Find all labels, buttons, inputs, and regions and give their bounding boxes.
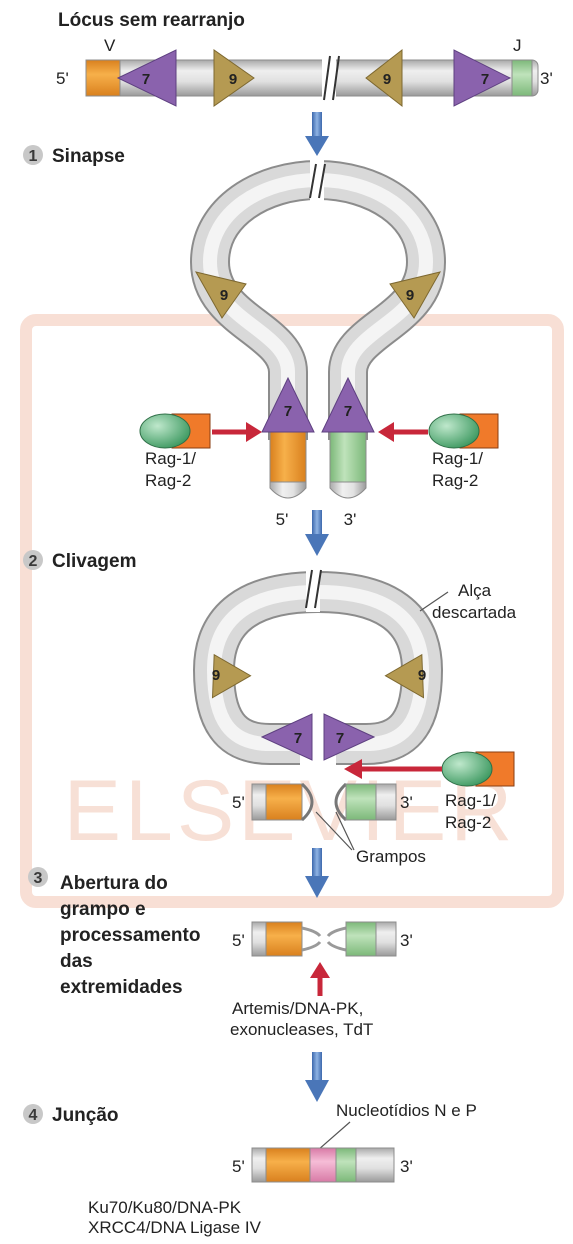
step-1-label: Sinapse (52, 146, 125, 167)
discarded-loop: 9 9 7 7 (195, 566, 448, 760)
step-3: 3 Abertura do grampo e processamento das… (28, 867, 200, 998)
svg-text:7: 7 (344, 403, 352, 420)
svg-text:3: 3 (34, 870, 43, 887)
step-3-label-3: processamento (60, 925, 200, 946)
rag-complex-left: Rag-1/ Rag-2 (140, 414, 262, 490)
step-3-label-5: extremidades (60, 977, 183, 998)
svg-text:4: 4 (29, 1107, 38, 1124)
page-title: Lócus sem rearranjo (58, 10, 245, 31)
five-prime-synapse: 5' (276, 510, 289, 529)
svg-text:7: 7 (284, 403, 292, 420)
flow-arrow-2 (305, 510, 329, 556)
synapse-loop: 9 9 7 7 (196, 160, 440, 498)
svg-text:7: 7 (481, 71, 489, 88)
flow-arrow-4 (305, 1052, 329, 1102)
joined-segment (252, 1122, 394, 1182)
step-3-label-4: das (60, 951, 93, 972)
three-prime-processing: 3' (400, 931, 413, 950)
rag-complex-right: Rag-1/ Rag-2 (378, 414, 498, 490)
svg-text:Rag-1/: Rag-1/ (432, 449, 483, 468)
svg-text:Rag-1/: Rag-1/ (445, 791, 496, 810)
three-prime-synapse: 3' (344, 510, 357, 529)
hairpins-label: Grampos (356, 847, 426, 866)
svg-text:9: 9 (418, 667, 426, 684)
svg-text:9: 9 (406, 287, 414, 304)
joining-enzymes-1: Ku70/Ku80/DNA-PK (88, 1198, 242, 1217)
svg-text:9: 9 (383, 71, 391, 88)
svg-text:Rag-1/: Rag-1/ (145, 449, 196, 468)
processing-enzymes-1: Artemis/DNA-PK, (232, 999, 363, 1018)
svg-text:9: 9 (220, 287, 228, 304)
svg-text:Rag-2: Rag-2 (145, 471, 191, 490)
step-4: 4 Junção (23, 1104, 119, 1126)
joining-enzymes-2: XRCC4/DNA Ligase IV (88, 1218, 262, 1237)
svg-text:Rag-2: Rag-2 (445, 813, 491, 832)
five-prime-hairpin: 5' (232, 793, 245, 812)
three-prime-hairpin: 3' (400, 793, 413, 812)
discarded-loop-label-1: Alça (458, 581, 492, 600)
five-prime-joined: 5' (232, 1157, 245, 1176)
step-1: 1 Sinapse (23, 145, 125, 167)
svg-text:9: 9 (212, 667, 220, 684)
processed-ends (252, 922, 396, 996)
svg-text:7: 7 (336, 730, 344, 747)
svg-text:9: 9 (229, 71, 237, 88)
five-prime-processing: 5' (232, 931, 245, 950)
svg-text:2: 2 (29, 553, 38, 570)
unrearranged-locus: 7 9 9 7 (86, 50, 538, 106)
j-label: J (513, 36, 522, 55)
five-prime-top: 5' (56, 69, 69, 88)
step-3-label-1: Abertura do (60, 873, 168, 894)
svg-text:Rag-2: Rag-2 (432, 471, 478, 490)
step-2-label: Clivagem (52, 551, 136, 572)
three-prime-top: 3' (540, 69, 553, 88)
svg-text:1: 1 (29, 148, 38, 165)
v-label: V (104, 36, 116, 55)
svg-text:7: 7 (142, 71, 150, 88)
processing-enzymes-2: exonucleases, TdT (230, 1020, 373, 1039)
three-prime-joined: 3' (400, 1157, 413, 1176)
np-nucleotides-label: Nucleotídios N e P (336, 1101, 477, 1120)
flow-arrow-1 (305, 112, 329, 156)
step-3-label-2: grampo e (60, 899, 146, 920)
discarded-loop-label-2: descartada (432, 603, 517, 622)
step-2: 2 Clivagem (23, 550, 136, 572)
step-4-label: Junção (52, 1105, 119, 1126)
svg-text:7: 7 (294, 730, 302, 747)
